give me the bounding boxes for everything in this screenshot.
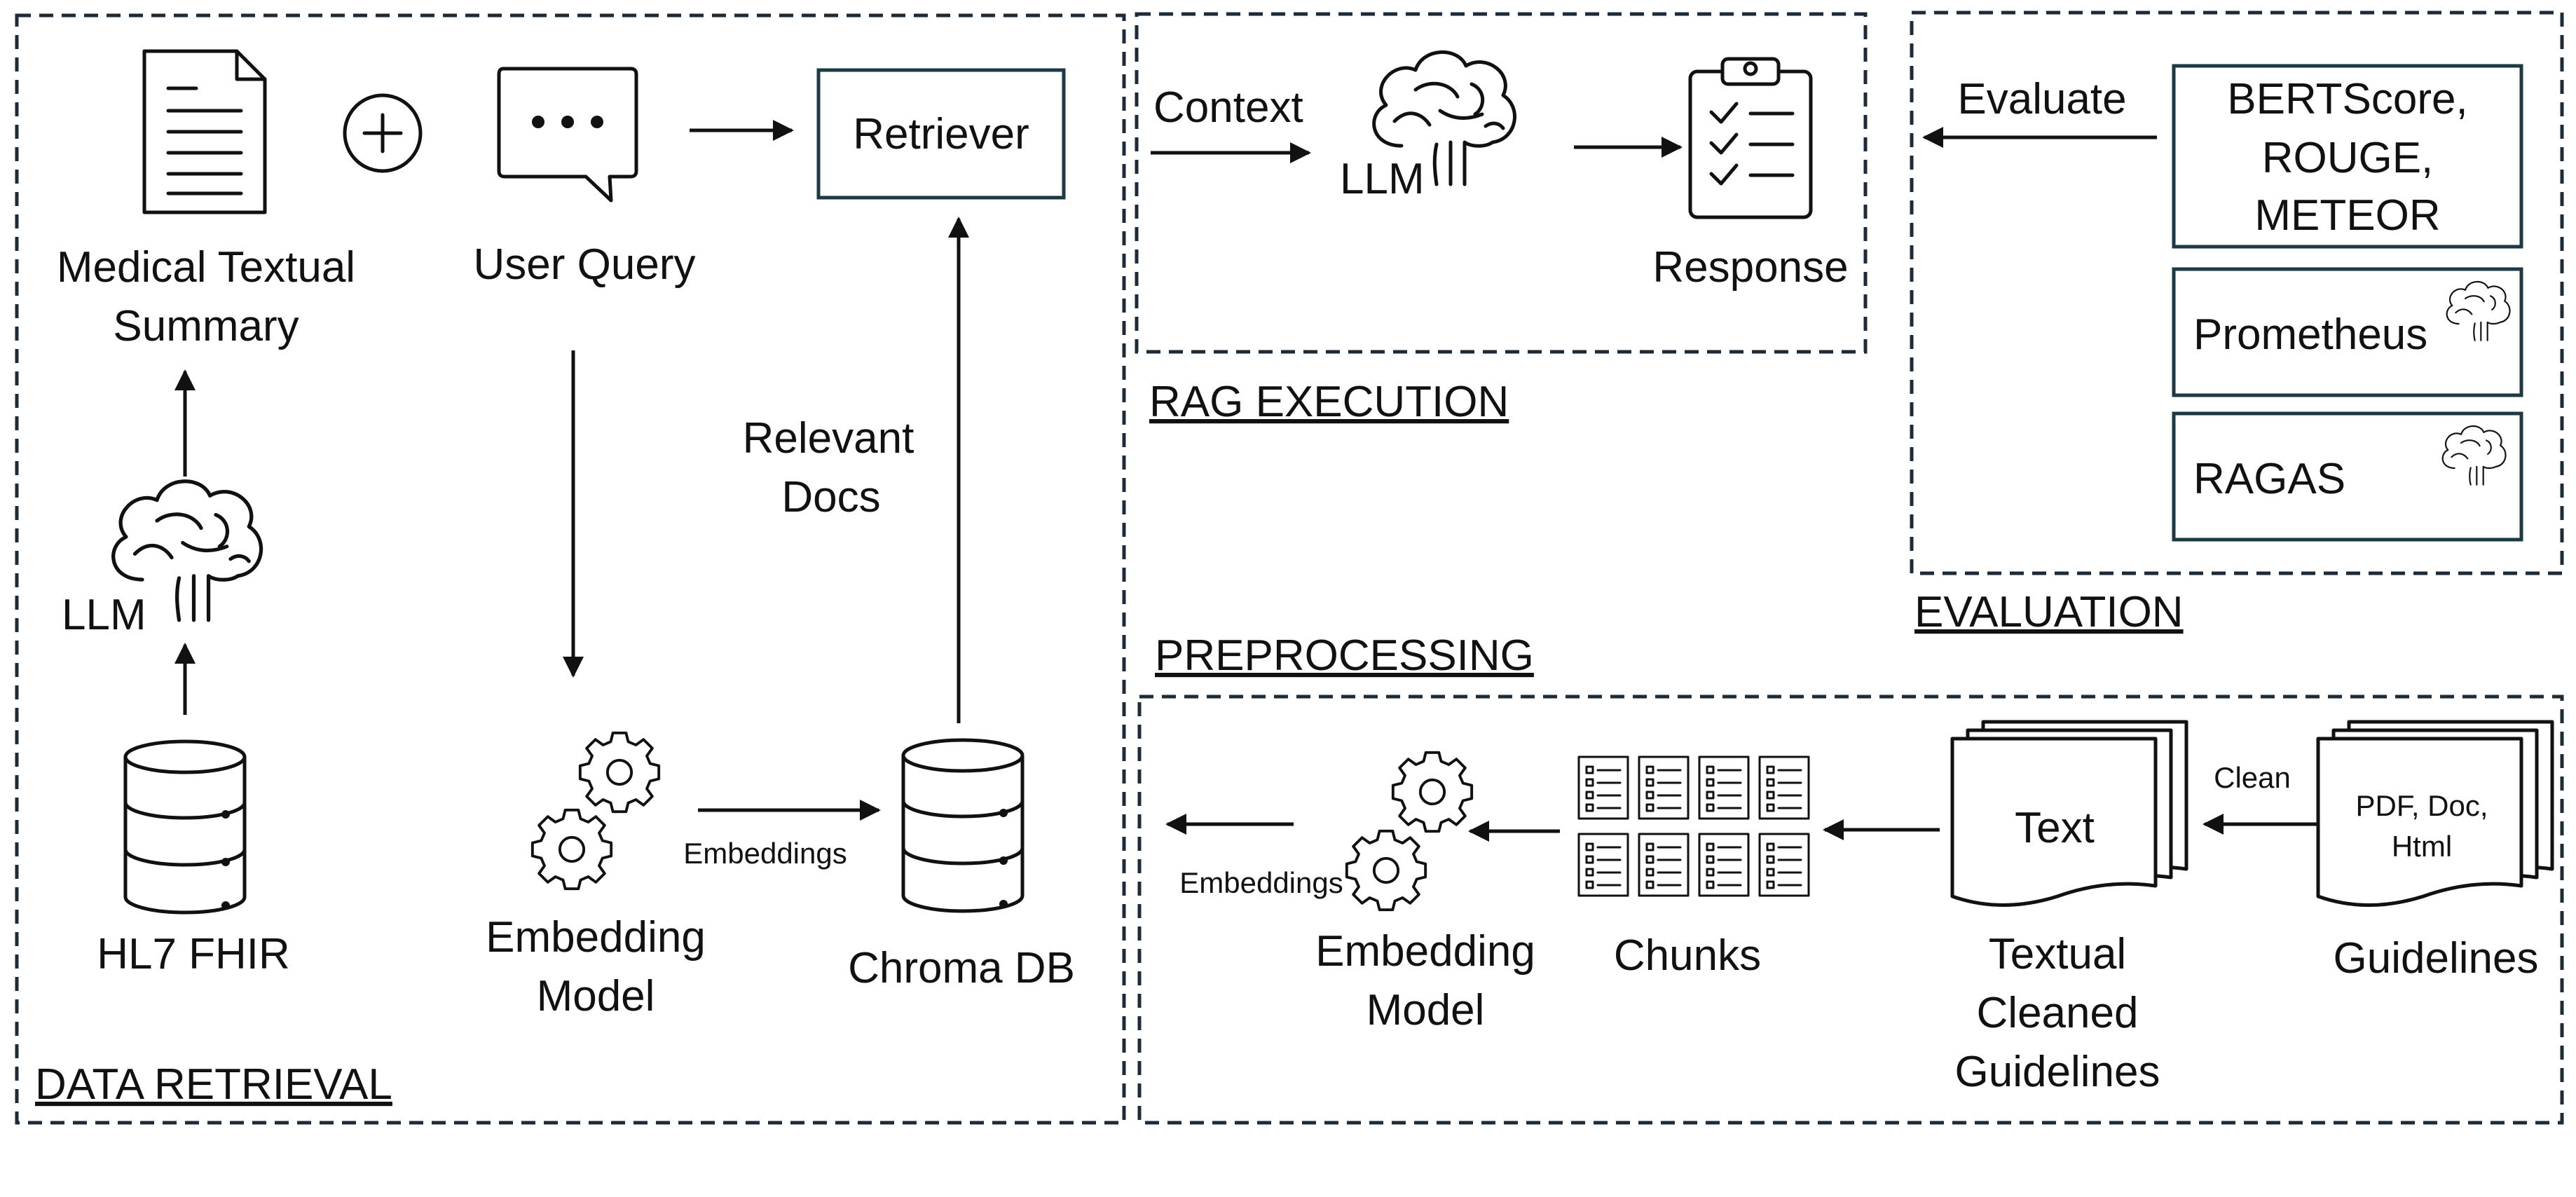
- cleaned-line1: Textual: [1989, 930, 2126, 978]
- gears-icon-data-retrieval: [530, 731, 661, 891]
- metrics-line1: BERTScore,: [2227, 75, 2467, 123]
- ragas-label: RAGAS: [2193, 455, 2345, 503]
- ragas-box: [2172, 411, 2523, 542]
- llm-label-rag: LLM: [1340, 155, 1425, 203]
- relevant-docs-line1: Relevant: [743, 414, 914, 463]
- preprocessing-embedding-line2: Model: [1366, 986, 1485, 1034]
- chunks-label: Chunks: [1614, 931, 1761, 980]
- formats-line1: PDF, Doc,: [2355, 789, 2488, 822]
- metrics-box: [2172, 64, 2523, 249]
- chat-bubble-icon: [497, 67, 638, 203]
- chunks-icon: [1577, 755, 1810, 897]
- database-icon-chroma: [903, 740, 1022, 911]
- summary-label-line1: Medical Textual: [57, 243, 355, 292]
- embedding-label-line2: Model: [537, 972, 655, 1020]
- guidelines-label: Guidelines: [2334, 934, 2539, 983]
- summary-label-line2: Summary: [113, 302, 299, 350]
- relevant-docs-line2: Docs: [781, 473, 880, 521]
- clipboard-icon: [1688, 57, 1813, 219]
- gears-icon-preprocessing: [1345, 751, 1474, 912]
- chroma-label: Chroma DB: [848, 944, 1075, 992]
- cleaned-line3: Guidelines: [1955, 1048, 2160, 1096]
- database-icon-hl7: [125, 741, 245, 912]
- embeddings-label-preprocessing: Embeddings: [1179, 866, 1343, 899]
- section-title-data-retrieval: DATA RETRIEVAL: [35, 1060, 392, 1109]
- preprocessing-embedding-line1: Embedding: [1315, 927, 1535, 976]
- prometheus-label: Prometheus: [2193, 310, 2427, 359]
- response-label: Response: [1652, 243, 1848, 292]
- embeddings-label-data-retrieval: Embeddings: [683, 837, 847, 870]
- plus-icon: [343, 93, 423, 173]
- section-title-evaluation: EVALUATION: [1914, 588, 2184, 636]
- rag-execution-frame: [1135, 12, 1868, 354]
- document-icon: [142, 49, 267, 214]
- context-label: Context: [1153, 83, 1303, 132]
- preprocessing-frame: [1137, 695, 2564, 1125]
- evaluation-frame: [1910, 11, 2564, 575]
- data-retrieval-frame: [15, 13, 1126, 1125]
- retriever-box: [816, 68, 1066, 200]
- text-label: Text: [2015, 804, 2095, 852]
- formats-line2: Html: [2392, 830, 2452, 863]
- cleaned-line2: Cleaned: [1977, 989, 2139, 1037]
- user-query-label: User Query: [474, 240, 696, 289]
- prometheus-box: [2172, 267, 2523, 397]
- metrics-line3: METEOR: [2254, 191, 2440, 240]
- retriever-label: Retriever: [853, 110, 1029, 158]
- section-title-preprocessing: PREPROCESSING: [1155, 631, 1534, 680]
- evaluate-label: Evaluate: [1957, 75, 2126, 123]
- clean-label: Clean: [2214, 761, 2291, 794]
- section-title-rag-execution: RAG EXECUTION: [1149, 378, 1509, 426]
- metrics-line2: ROUGE,: [2262, 134, 2434, 182]
- llm-label-data-retrieval: LLM: [62, 591, 146, 639]
- hl7-label: HL7 FHIR: [97, 930, 290, 978]
- embedding-label-line1: Embedding: [486, 913, 706, 962]
